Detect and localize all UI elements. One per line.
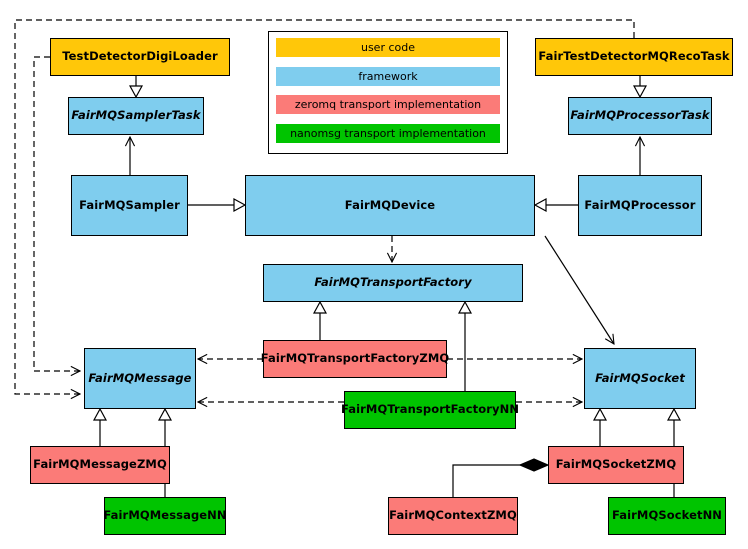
legend-row-zeromq: zeromq transport implementation xyxy=(276,95,500,114)
class-node-fairmqtransportfactorynn[interactable]: FairMQTransportFactoryNN xyxy=(341,391,519,429)
class-node-fairmqsocketnn[interactable]: FairMQSocketNN xyxy=(608,497,726,535)
edge-messagezmq-to-message xyxy=(92,407,108,446)
class-node-fairmqcontextzmq[interactable]: FairMQContextZMQ xyxy=(388,497,518,535)
edge-factorynn-to-transportfactory xyxy=(457,300,473,391)
legend-label-user-code: user code xyxy=(360,41,416,54)
class-node-fairmqtransportfactory[interactable]: FairMQTransportFactory xyxy=(263,264,523,302)
class-node-fairmqtransportfactoryzmq[interactable]: FairMQTransportFactoryZMQ xyxy=(261,340,449,378)
edge-socketzmq-to-socket xyxy=(592,407,608,446)
class-node-fairmqsocket[interactable]: FairMQSocket xyxy=(584,348,696,409)
edge-contextzmq-to-socketzmq xyxy=(452,458,550,497)
legend-row-user-code: user code xyxy=(276,38,500,57)
class-node-fairmqmessagenn[interactable]: FairMQMessageNN xyxy=(103,497,227,535)
class-node-fairmqdevice[interactable]: FairMQDevice xyxy=(245,175,535,236)
class-node-fairmqprocessor[interactable]: FairMQProcessor xyxy=(578,175,702,236)
legend-label-nanomsg: nanomsg transport implementation xyxy=(290,127,486,140)
edge-sampler-to-device xyxy=(188,197,247,213)
class-node-fairtestdetectormqrecotask[interactable]: FairTestDetectorMQRecoTask xyxy=(535,38,733,76)
legend-row-nanomsg: nanomsg transport implementation xyxy=(276,124,500,143)
class-node-fairmqmessagezmq[interactable]: FairMQMessageZMQ xyxy=(30,446,170,484)
edge-recotask-to-processortask xyxy=(632,76,648,99)
legend-label-zeromq: zeromq transport implementation xyxy=(294,98,482,111)
edge-digiloader-to-samplertask xyxy=(128,76,144,99)
class-node-fairmqprocessortask[interactable]: FairMQProcessorTask xyxy=(568,97,712,135)
class-node-fairmqsocketzmq[interactable]: FairMQSocketZMQ xyxy=(548,446,684,484)
edge-processor-to-device xyxy=(533,197,578,213)
edge-factoryzmq-to-transportfactory xyxy=(312,300,328,340)
class-node-fairmqsamplertask[interactable]: FairMQSamplerTask xyxy=(68,97,204,135)
legend-row-framework: framework xyxy=(276,67,500,86)
edge-device-to-socket xyxy=(544,235,614,344)
class-node-fairmqsampler[interactable]: FairMQSampler xyxy=(71,175,188,236)
class-node-testdetectordigiloader[interactable]: TestDetectorDigiLoader xyxy=(50,38,230,76)
legend-label-framework: framework xyxy=(358,70,418,83)
class-node-fairmqmessage[interactable]: FairMQMessage xyxy=(84,348,196,409)
